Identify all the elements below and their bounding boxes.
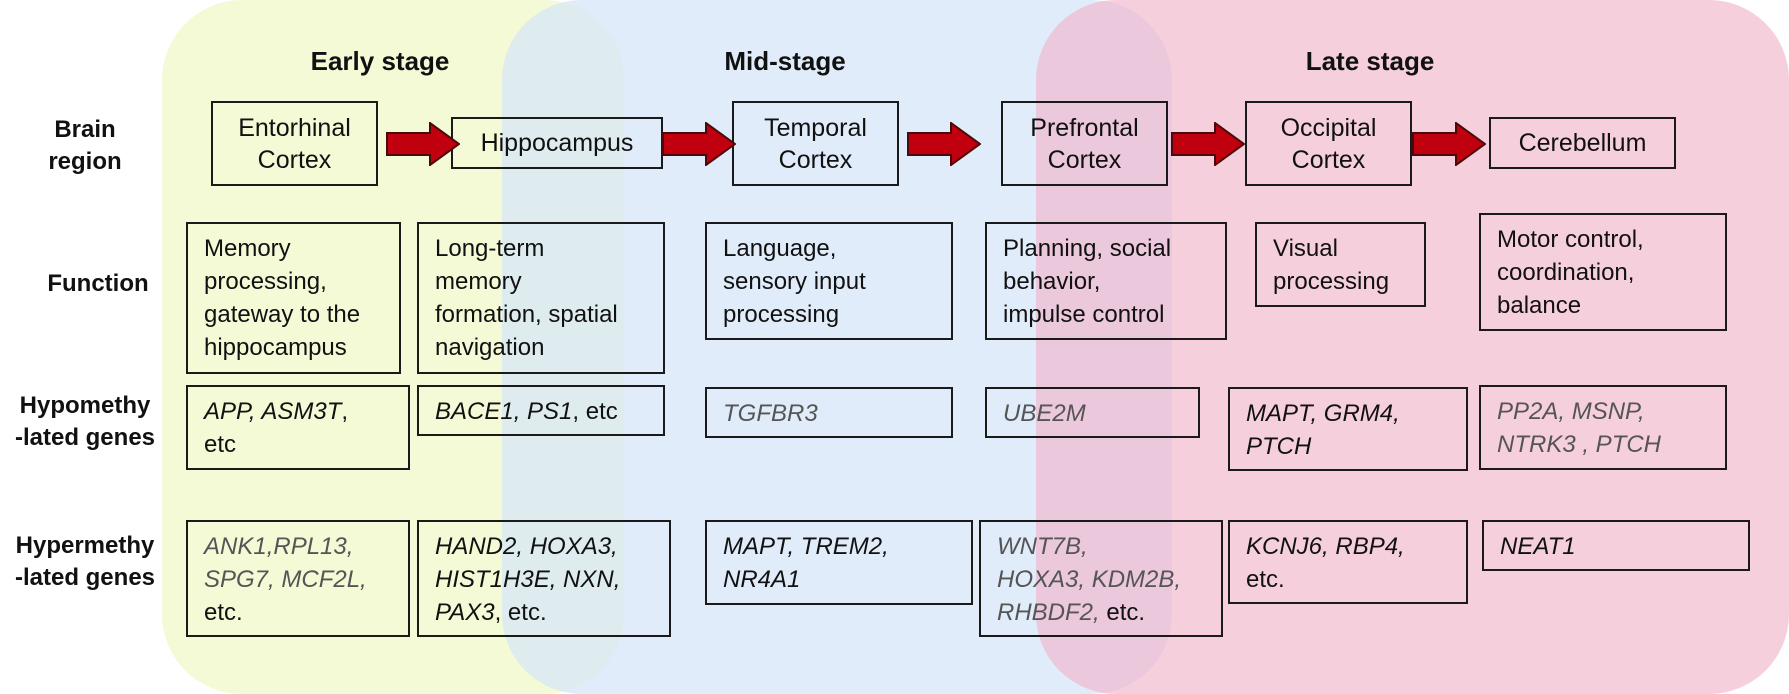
hypo-genes-cerebellum: PP2A, MSNP,NTRK3 , PTCH [1479, 385, 1727, 470]
row-label-function: Function [47, 270, 149, 297]
arrow-right-icon [907, 122, 981, 166]
arrow-right-icon [1412, 122, 1486, 166]
arrow-right-icon [1171, 122, 1245, 166]
function-cerebellum: Motor control,coordination,balance [1479, 213, 1727, 331]
hypo-genes-hippocampus: BACE1, PS1, etc [417, 385, 665, 436]
hyper-genes-occipital: KCNJ6, RBP4,etc. [1228, 520, 1468, 604]
hypo-genes-temporal: TGFBR3 [705, 387, 953, 438]
hypo-genes-entorhinal: APP, ASM3T, etc [186, 385, 410, 470]
row-label-hypermethylated: Hypermethy-lated genes [14, 532, 156, 591]
hyper-genes-hippocampus: HAND2, HOXA3,HIST1H3E, NXN, PAX3, etc. [417, 520, 671, 637]
early-stage-title: Early stage [310, 46, 450, 76]
arrow-right-icon [662, 122, 736, 166]
region-cerebellum: Cerebellum [1489, 117, 1676, 169]
hyper-genes-cerebellum: NEAT1 [1482, 520, 1750, 571]
hyper-genes-temporal: MAPT, TREM2,NR4A1 [705, 520, 973, 605]
hypo-genes-occipital: MAPT, GRM4,PTCH [1228, 387, 1468, 471]
mid-stage-title: Mid-stage [724, 46, 846, 76]
arrow-right-icon [386, 122, 460, 166]
late-stage-panel [1036, 0, 1789, 694]
hyper-genes-prefrontal: WNT7B,HOXA3, KDM2B, RHBDF2, etc. [979, 520, 1223, 637]
hyper-genes-entorhinal: ANK1,RPL13,SPG7, MCF2L,etc. [186, 520, 410, 637]
region-hippocampus: Hippocampus [451, 117, 663, 169]
late-stage-title: Late stage [1305, 46, 1435, 76]
hypo-genes-prefrontal: UBE2M [985, 387, 1200, 438]
row-label-hypomethylated: Hypomethy-lated genes [14, 392, 156, 451]
